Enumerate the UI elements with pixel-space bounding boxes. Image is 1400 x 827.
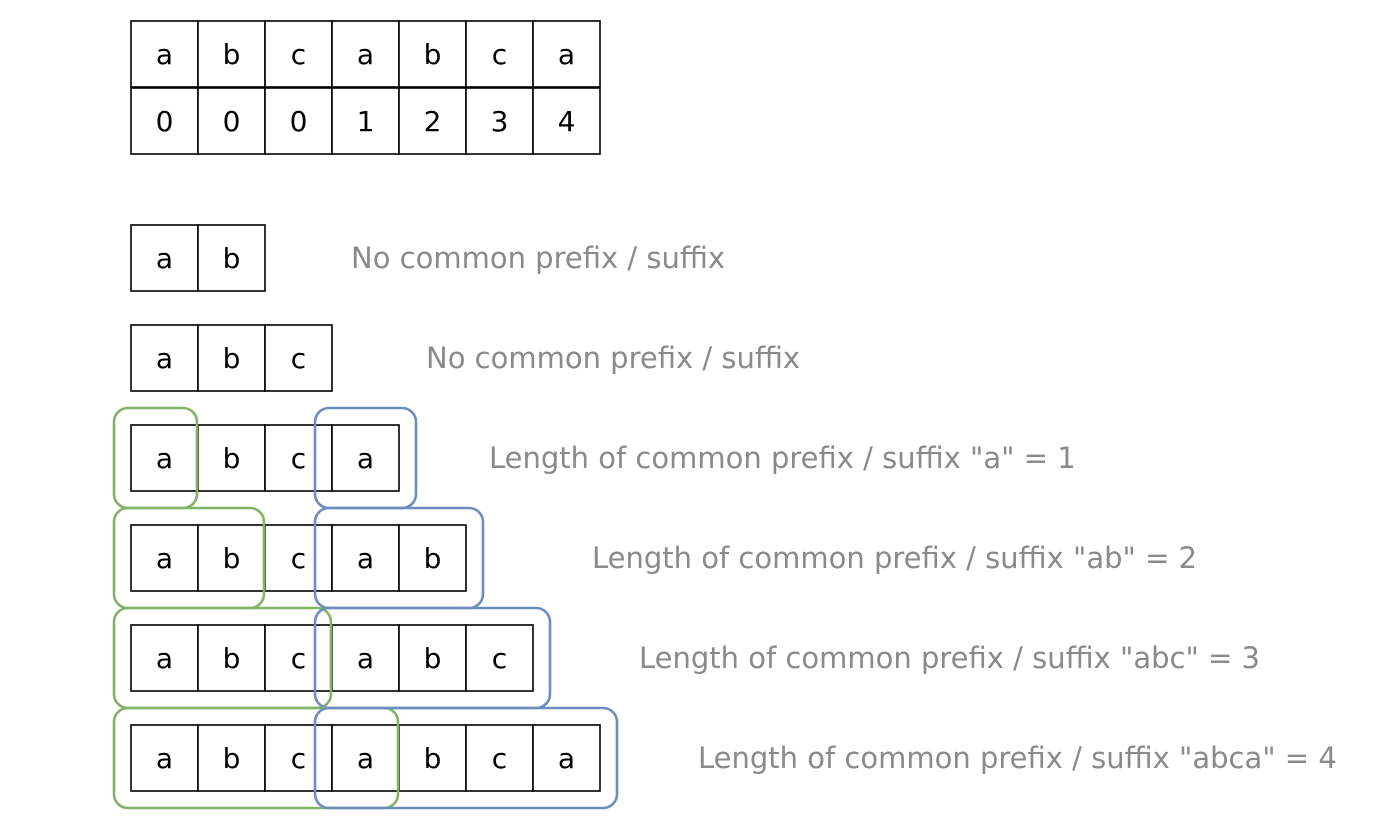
- cell-char: c: [291, 742, 306, 775]
- cell-box: [331, 724, 400, 792]
- cell-char: a: [156, 242, 173, 275]
- cell-char: c: [291, 642, 306, 675]
- row-caption: Length of common prefix / suffix "ab" = …: [592, 541, 1197, 575]
- cell-char: a: [357, 742, 374, 775]
- cell-char: 3: [491, 105, 509, 138]
- cell-char: b: [223, 542, 241, 575]
- cell-char: c: [291, 542, 306, 575]
- cell-box: [331, 624, 400, 692]
- suffix-highlight-box: [313, 706, 619, 810]
- cell-char: a: [558, 38, 575, 71]
- cell-box: [532, 20, 601, 88]
- cell-box: [532, 724, 601, 792]
- cell-box: [331, 524, 400, 592]
- cell-box: [398, 524, 467, 592]
- cell-char: b: [223, 342, 241, 375]
- cell-box: [197, 324, 266, 392]
- row-caption: Length of common prefix / suffix "a" = 1: [489, 441, 1076, 475]
- row-caption: No common prefix / suffix: [426, 341, 800, 375]
- cell-box: [130, 324, 199, 392]
- cell-char: c: [492, 742, 507, 775]
- example-row: a b c a b Length of common prefix / suffix "a…: [112, 506, 1197, 610]
- cell-char: a: [357, 38, 374, 71]
- cell-box: [197, 87, 266, 155]
- cell-box: [264, 424, 333, 492]
- cell-char: 0: [223, 105, 241, 138]
- cell-box: [465, 724, 534, 792]
- cell-box: [398, 624, 467, 692]
- cell-char: b: [424, 642, 442, 675]
- cell-char: 0: [156, 105, 174, 138]
- example-row: a b No common prefix / suffix: [130, 224, 725, 292]
- row-caption: Length of common prefix / suffix "abca" …: [698, 741, 1337, 775]
- cell-char: c: [492, 38, 507, 71]
- cell-char: a: [357, 442, 374, 475]
- example-row: a b c a Length of common prefix / suffix "a"…: [112, 406, 1076, 510]
- cell-char: a: [558, 742, 575, 775]
- cell-char: c: [492, 642, 507, 675]
- cell-char: b: [223, 442, 241, 475]
- example-row: a b c a b c a Length of common prefix / suffix …: [112, 706, 1337, 810]
- cell-char: 0: [290, 105, 308, 138]
- cell-box: [197, 424, 266, 492]
- cell-char: a: [156, 742, 173, 775]
- cell-box: [130, 624, 199, 692]
- cell-box: [130, 87, 199, 155]
- example-row: a b c a b c Length of common prefix / suffix "…: [112, 606, 1260, 710]
- cell-char: 1: [357, 105, 375, 138]
- cell-box: [130, 524, 199, 592]
- lps-table-values-row: 0 0 0 1 2 3 4: [130, 87, 601, 155]
- cell-char: b: [223, 742, 241, 775]
- cell-char: a: [156, 642, 173, 675]
- cell-box: [264, 87, 333, 155]
- cell-box: [130, 424, 199, 492]
- cell-box: [264, 624, 333, 692]
- cell-char: c: [291, 38, 306, 71]
- prefix-highlight-box: [112, 706, 400, 810]
- cell-box: [465, 20, 534, 88]
- cell-box: [130, 724, 199, 792]
- cell-box: [264, 724, 333, 792]
- cell-char: a: [156, 442, 173, 475]
- cell-box: [264, 20, 333, 88]
- cell-box: [264, 524, 333, 592]
- cell-char: b: [424, 742, 442, 775]
- cell-char: a: [156, 542, 173, 575]
- row-caption: Length of common prefix / suffix "abc" =…: [639, 641, 1260, 675]
- cell-box: [398, 724, 467, 792]
- cell-char: a: [156, 342, 173, 375]
- cell-box: [398, 20, 467, 88]
- cell-box: [197, 20, 266, 88]
- row-caption: No common prefix / suffix: [351, 241, 725, 275]
- cell-char: b: [424, 38, 442, 71]
- example-row: a b c No common prefix / suffix: [130, 324, 800, 392]
- cell-box: [264, 324, 333, 392]
- cell-char: c: [291, 342, 306, 375]
- cell-char: c: [291, 442, 306, 475]
- cell-char: 4: [558, 105, 576, 138]
- cell-box: [197, 524, 266, 592]
- cell-char: 2: [424, 105, 442, 138]
- cell-char: b: [424, 542, 442, 575]
- cell-box: [532, 87, 601, 155]
- cell-char: a: [357, 542, 374, 575]
- cell-box: [130, 20, 199, 88]
- cell-char: b: [223, 38, 241, 71]
- cell-box: [398, 87, 467, 155]
- cell-box: [197, 224, 266, 292]
- cell-box: [331, 424, 400, 492]
- cell-char: b: [223, 242, 241, 275]
- cell-char: a: [156, 38, 173, 71]
- cell-box: [465, 87, 534, 155]
- cell-box: [465, 624, 534, 692]
- cell-char: b: [223, 642, 241, 675]
- cell-char: a: [357, 642, 374, 675]
